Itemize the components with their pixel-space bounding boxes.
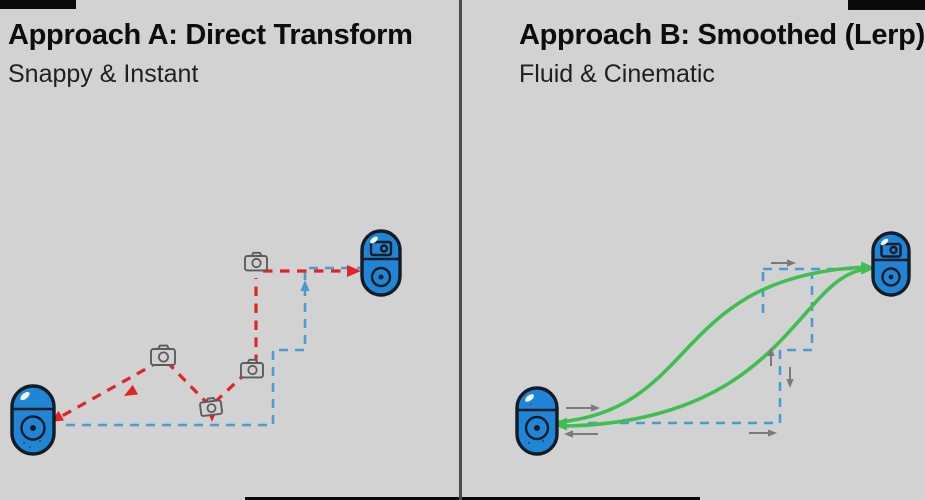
panel-b-header: Approach B: Smoothed (Lerp) Fluid & Cine… — [519, 19, 925, 88]
gray-arrowhead — [787, 259, 796, 267]
player-capsule — [515, 386, 559, 456]
camera-icon — [150, 344, 176, 366]
gray-arrowhead — [768, 429, 777, 437]
letterbox-top-right — [848, 0, 925, 10]
panel-a-header: Approach A: Direct Transform Snappy & In… — [8, 19, 413, 88]
green-arrowhead-into-camera-pose — [861, 261, 876, 275]
camera-jump-segment-2 — [165, 360, 210, 406]
blue-arrowhead-up — [300, 280, 310, 291]
panel-b-title: Approach B: Smoothed (Lerp) — [519, 19, 925, 51]
gray-arrowhead — [786, 379, 794, 388]
green-arrowhead-into-player — [552, 417, 567, 431]
red-arrowhead-into-camera-pose — [347, 265, 361, 277]
gray-arrowhead — [767, 347, 775, 356]
panel-a-diagram — [10, 229, 402, 456]
camera-icon — [199, 397, 223, 417]
camera-icon — [244, 251, 268, 272]
target-path-a — [66, 266, 360, 427]
motion-hint-arrows — [564, 259, 796, 438]
camera-icon — [240, 358, 264, 379]
camera-jump-segment-3 — [213, 371, 248, 404]
letterbox-top-left — [0, 0, 76, 9]
camera-target-capsule — [871, 231, 911, 297]
panel-a-subtitle: Snappy & Instant — [8, 59, 199, 88]
panel-b-diagram — [515, 231, 911, 456]
smoothed-curve-late — [564, 267, 870, 428]
target-path-b — [588, 272, 814, 425]
panel-divider — [459, 0, 462, 500]
smoothed-curve-early — [558, 265, 868, 424]
panel-a-title: Approach A: Direct Transform — [8, 19, 413, 51]
panel-b-subtitle: Fluid & Cinematic — [519, 59, 715, 88]
camera-jump-segment-1 — [61, 359, 161, 418]
letterbox-bottom — [245, 497, 700, 500]
red-arrowhead-mid — [124, 384, 139, 396]
player-capsule — [10, 384, 56, 456]
gray-arrowhead — [591, 404, 600, 412]
gray-arrowhead — [564, 430, 573, 438]
camera-target-capsule — [360, 229, 402, 297]
